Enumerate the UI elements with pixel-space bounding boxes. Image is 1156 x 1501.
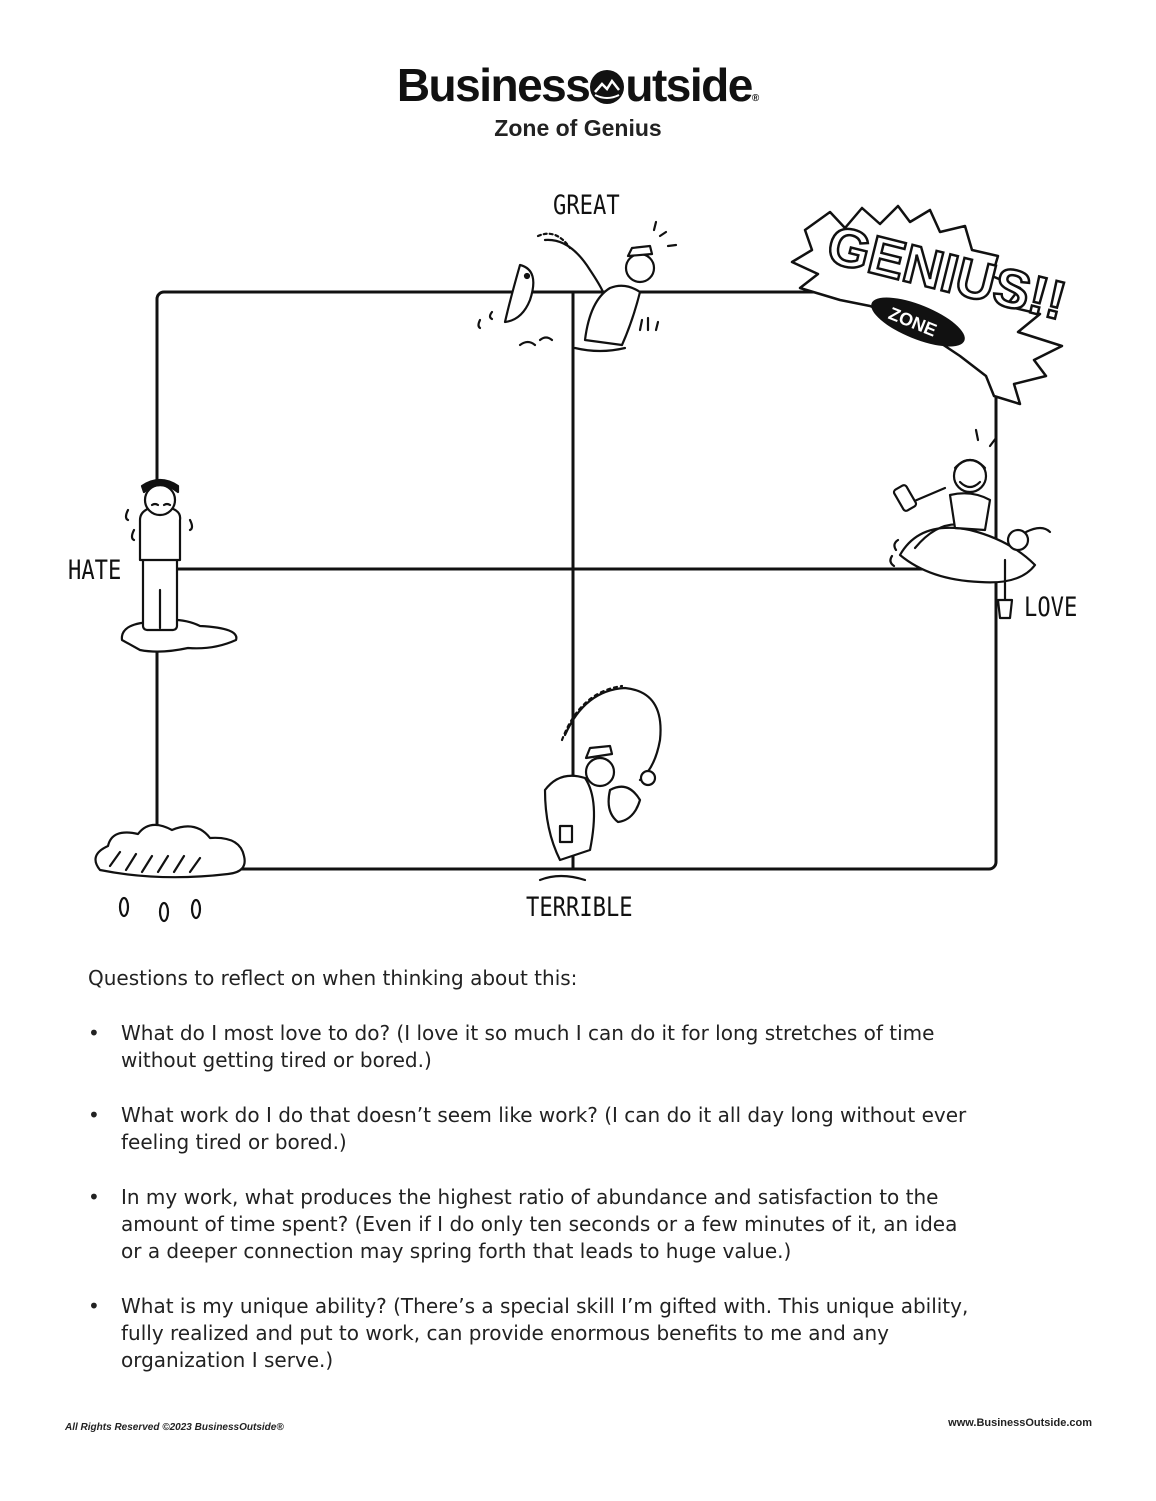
- fisherman-catching-fish-icon: [477, 220, 678, 353]
- list-item: • What is my unique ability? (There’s a …: [88, 1293, 1078, 1374]
- questions-list: • What do I most love to do? (I love it …: [88, 1020, 1078, 1402]
- question-line: without getting tired or bored.): [121, 1048, 432, 1072]
- axis-label-love: LOVE: [1024, 592, 1078, 623]
- question-line: amount of time spent? (Even if I do only…: [121, 1212, 958, 1236]
- bullet-marker: •: [88, 1294, 100, 1318]
- sad-person-puddle-icon: [120, 478, 238, 653]
- struggling-fisherman-icon: [538, 684, 662, 882]
- website-link[interactable]: www.BusinessOutside.com: [948, 1417, 1092, 1429]
- list-item: • What work do I do that doesn’t seem li…: [88, 1102, 1078, 1156]
- bullet-marker: •: [88, 1021, 100, 1045]
- rain-cloud-icon: [94, 823, 246, 923]
- question-line: or a deeper connection may spring forth …: [121, 1239, 792, 1263]
- brand-logo: Business utside®: [0, 62, 1156, 108]
- brand-name-right: utside: [625, 59, 753, 111]
- question-line: What is my unique ability? (There’s a sp…: [121, 1294, 969, 1318]
- bullet-marker: •: [88, 1103, 100, 1127]
- question-line: organization I serve.): [121, 1348, 334, 1372]
- question-line: What do I most love to do? (I love it so…: [121, 1021, 935, 1045]
- page-title: Zone of Genius: [494, 115, 662, 141]
- zone-of-genius-matrix: GENIUS!! ZONE: [94, 204, 1073, 923]
- question-line: feeling tired or bored.): [121, 1130, 347, 1154]
- list-item: • In my work, what produces the highest …: [88, 1184, 1078, 1265]
- registered-mark: ®: [751, 93, 760, 104]
- axis-label-terrible: TERRIBLE: [526, 892, 633, 923]
- questions-intro: Questions to reflect on when thinking ab…: [88, 966, 578, 990]
- genius-zone-burst-icon: GENIUS!! ZONE: [790, 204, 1073, 406]
- axis-label-great: GREAT: [553, 190, 620, 221]
- mountain-logo-icon: [590, 70, 625, 104]
- axis-label-hate: HATE: [68, 555, 122, 586]
- question-line: In my work, what produces the highest ra…: [121, 1185, 939, 1209]
- question-line: What work do I do that doesn’t seem like…: [121, 1103, 967, 1127]
- list-item: • What do I most love to do? (I love it …: [88, 1020, 1078, 1074]
- brand-name-left: Business: [396, 59, 591, 111]
- question-line: fully realized and put to work, can prov…: [121, 1321, 889, 1345]
- bullet-marker: •: [88, 1185, 100, 1209]
- copyright-notice: All Rights Reserved ©2023 BusinessOutsid…: [65, 1422, 284, 1433]
- happy-rafters-icon: [889, 428, 1052, 620]
